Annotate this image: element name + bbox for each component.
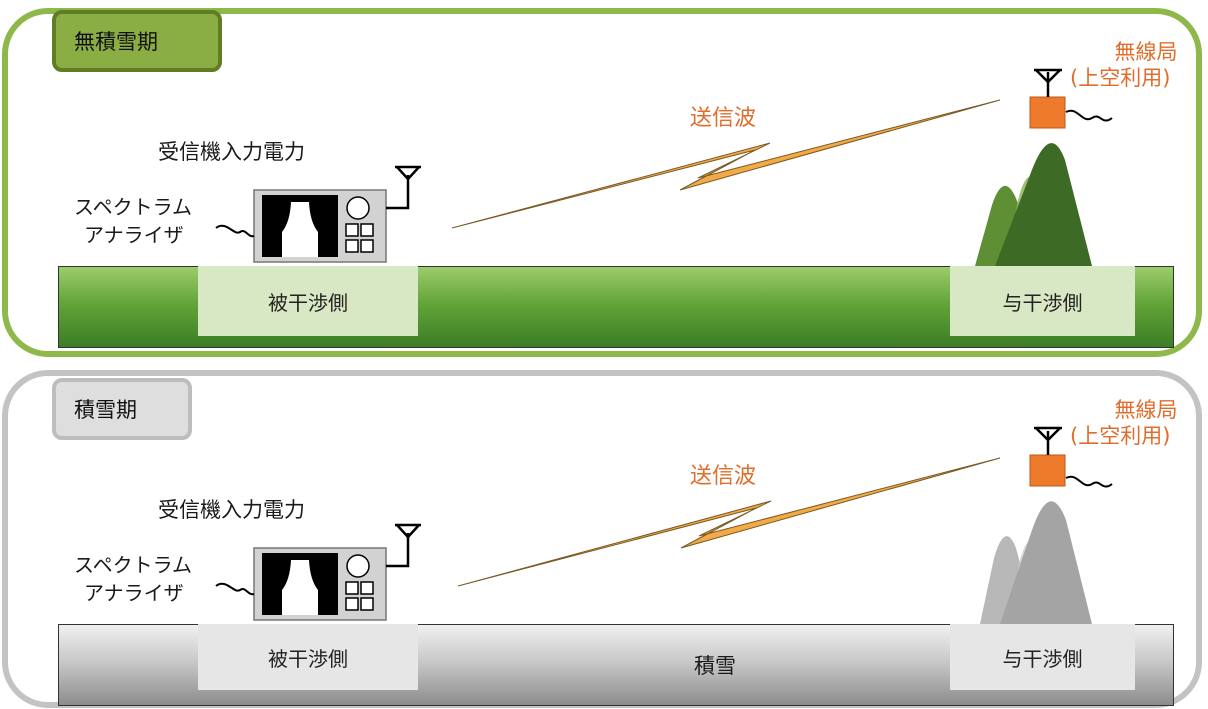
antenna-icon [386, 165, 421, 210]
analyzer-label-line2: アナライザ [84, 581, 184, 605]
cable-squiggle-icon [215, 582, 255, 596]
station-label-line2: (上空利用) [1070, 424, 1171, 448]
station-label-line1: 無線局 [1114, 40, 1178, 64]
interferer-side-label: 与干渉側 [950, 266, 1135, 336]
victim-side-label: 被干渉側 [198, 266, 418, 336]
analyzer-label-line1: スペクトラム [74, 195, 192, 219]
lightning-wave-icon [457, 457, 1001, 587]
receiver-power-label: 受信機入力電力 [158, 498, 305, 522]
lightning-wave-icon [451, 99, 1001, 229]
wave-label: 送信波 [690, 464, 757, 489]
wave-label: 送信波 [690, 106, 757, 131]
snow-label: 積雪 [694, 654, 736, 678]
radio-station-icon [1029, 426, 1066, 487]
no-snow-panel [2, 8, 1202, 357]
cable-squiggle-icon [1065, 475, 1113, 488]
station-label-line2: (上空利用) [1070, 66, 1171, 90]
mountain-icon [980, 501, 1092, 624]
analyzer-label-line1: スペクトラム [74, 553, 192, 577]
cable-squiggle-icon [215, 224, 255, 238]
analyzer-label-line2: アナライザ [84, 223, 184, 247]
season-label-no-snow: 無積雪期 [52, 10, 222, 72]
receiver-power-label: 受信機入力電力 [158, 140, 305, 164]
victim-side-label: 被干渉側 [198, 624, 418, 690]
radio-station-icon [1029, 68, 1066, 129]
spectrum-analyzer-icon [253, 189, 387, 263]
mountain-icon [975, 143, 1092, 266]
antenna-icon [386, 523, 421, 568]
station-label-line1: 無線局 [1114, 398, 1178, 422]
spectrum-analyzer-icon [253, 547, 387, 621]
cable-squiggle-icon [1065, 109, 1113, 122]
interferer-side-label: 与干渉側 [950, 624, 1135, 690]
season-label-snow: 積雪期 [52, 378, 192, 440]
